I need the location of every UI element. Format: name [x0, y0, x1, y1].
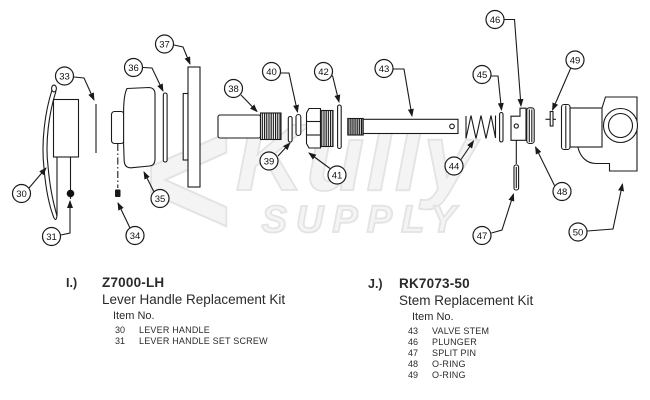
callout-39: 39	[259, 151, 279, 171]
kit-item-row: 47 SPLIT PIN	[400, 348, 533, 359]
kit-item-row: 48 O-RING	[400, 359, 533, 370]
callout-50: 50	[568, 222, 588, 242]
part-lever-handle-set-screw	[66, 189, 75, 198]
leader-lines	[28, 18, 624, 236]
svg-text:43: 43	[379, 64, 390, 75]
svg-text:39: 39	[264, 157, 275, 168]
kit-item-row: 30 LEVER HANDLE	[107, 325, 285, 336]
part-flange-plate	[182, 66, 201, 188]
svg-text:48: 48	[557, 187, 568, 198]
kit-item-row: 46 PLUNGER	[400, 337, 533, 348]
kit-item-row: 31 LEVER HANDLE SET SCREW	[107, 336, 285, 347]
callout-34: 34	[125, 225, 145, 246]
part-plunger	[510, 107, 527, 164]
svg-text:38: 38	[228, 84, 239, 95]
svg-text:44: 44	[449, 162, 460, 173]
svg-text:30: 30	[16, 189, 27, 200]
svg-text:35: 35	[155, 194, 166, 205]
kit-item-row: 49 O-RING	[400, 370, 533, 381]
callout-47: 47	[472, 225, 492, 246]
item-number: 30	[114, 325, 125, 335]
kit-items-table: 43 VALVE STEM 46 PLUNGER 47 SPLIT PIN 48…	[400, 326, 533, 381]
callout-37: 37	[154, 34, 175, 54]
item-name: O-RING	[432, 370, 466, 380]
part-escutcheon-tube	[217, 112, 282, 141]
svg-text:50: 50	[573, 228, 584, 239]
kit-name: Stem Replacement Kit	[399, 293, 534, 308]
part-lever-handle	[42, 84, 80, 221]
callout-33: 33	[54, 66, 75, 86]
callout-42: 42	[313, 61, 334, 82]
part-bonnet-nut	[305, 107, 334, 149]
svg-text:37: 37	[159, 40, 170, 51]
svg-text:42: 42	[318, 67, 329, 78]
kit-item-row: 43 VALVE STEM	[400, 326, 533, 337]
svg-text:41: 41	[332, 171, 343, 182]
item-number: 43	[407, 326, 418, 336]
item-number: 48	[407, 359, 418, 369]
svg-text:33: 33	[59, 72, 70, 83]
item-name: PLUNGER	[432, 337, 477, 347]
callout-48: 48	[552, 181, 572, 202]
svg-text:49: 49	[570, 56, 581, 67]
part-oring-49	[545, 110, 556, 127]
callout-36: 36	[123, 57, 144, 78]
kit-part-number: RK7073-50	[399, 276, 470, 291]
part-cap-screw	[115, 189, 121, 197]
item-name: O-RING	[432, 359, 466, 369]
part-split-pin	[513, 164, 520, 191]
callout-43: 43	[374, 58, 394, 79]
svg-text:34: 34	[130, 231, 141, 242]
kit-name: Lever Handle Replacement Kit	[102, 292, 286, 307]
kit-block-stem: J.) RK7073-50 Stem Replacement Kit Item …	[368, 276, 533, 381]
part-washer-36	[162, 92, 168, 163]
item-name: VALVE STEM	[432, 326, 490, 336]
svg-text:45: 45	[477, 70, 488, 81]
kit-items-table: 30 LEVER HANDLE 31 LEVER HANDLE SET SCRE…	[107, 325, 285, 347]
svg-text:40: 40	[266, 67, 277, 78]
svg-text:47: 47	[477, 231, 488, 242]
part-spring	[465, 115, 497, 139]
svg-text:31: 31	[46, 232, 57, 243]
callout-46: 46	[485, 9, 505, 30]
svg-text:36: 36	[128, 63, 139, 74]
part-valve-body	[560, 96, 639, 172]
item-number: 31	[114, 336, 125, 346]
callout-30: 30	[11, 183, 32, 204]
callout-38: 38	[223, 78, 244, 99]
callout-31: 31	[41, 226, 62, 247]
callout-35: 35	[150, 188, 170, 209]
item-name: LEVER HANDLE	[139, 325, 210, 335]
kit-block-lever-handle: I.) Z7000-LH Lever Handle Replacement Ki…	[66, 275, 285, 347]
svg-text:46: 46	[490, 15, 501, 26]
part-rod-42	[337, 104, 342, 150]
item-number: 46	[407, 337, 418, 347]
callout-40: 40	[261, 61, 282, 82]
kit-items-header: Item No.	[113, 310, 155, 322]
kit-part-number: Z7000-LH	[102, 275, 165, 290]
callout-45: 45	[472, 64, 492, 85]
kit-index-label: J.)	[368, 277, 383, 291]
item-number: 49	[407, 370, 418, 380]
part-valve-stem	[347, 117, 459, 136]
callout-49: 49	[565, 50, 585, 70]
item-name: SPLIT PIN	[432, 348, 477, 358]
part-handle-cap	[110, 86, 156, 188]
part-washer-45	[499, 111, 504, 143]
callout-44: 44	[444, 156, 464, 176]
item-number: 47	[407, 348, 418, 358]
kit-index-label: I.)	[66, 276, 78, 290]
item-name: LEVER HANDLE SET SCREW	[139, 336, 268, 346]
part-oring-48	[526, 107, 535, 144]
part-washer-39	[287, 115, 293, 143]
callout-41: 41	[327, 165, 347, 185]
kit-items-header: Item No.	[412, 311, 454, 323]
part-oring-40	[295, 113, 302, 137]
